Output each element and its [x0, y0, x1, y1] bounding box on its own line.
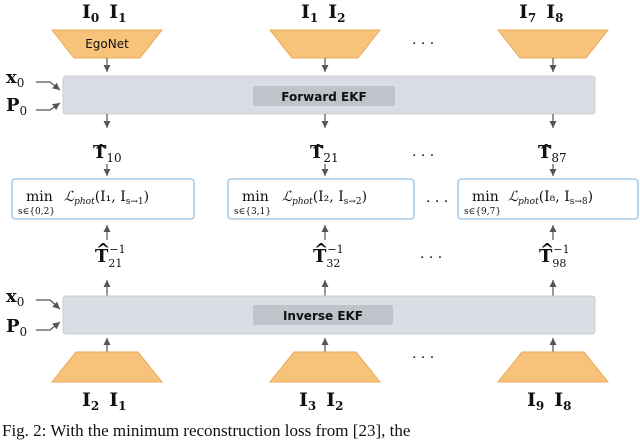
figure-caption: Fig. 2: With the minimum reconstruction …: [2, 421, 411, 440]
ellipsis-loss: · · ·: [426, 194, 448, 210]
forward-transform-0: ^ T10: [93, 141, 122, 165]
svg-text:^: ^: [539, 141, 553, 161]
svg-text:T21−1: T21−1: [95, 243, 126, 270]
x0-forward: x0: [6, 67, 24, 90]
svg-text:T10: T10: [93, 142, 122, 165]
svg-text:^: ^: [314, 240, 328, 260]
ellipsis-inverse: · · ·: [420, 250, 442, 266]
inverse-ekf-bar: Inverse EKF: [62, 295, 596, 335]
loss-box-0: min s∈{0,2} ℒphot(I₁, Is→1): [11, 178, 195, 220]
ellipsis-top: · · ·: [412, 36, 434, 52]
svg-text:s∈{9,7}: s∈{9,7}: [464, 207, 501, 217]
svg-text:ℒphot(I₈, Is→8): ℒphot(I₈, Is→8): [508, 189, 593, 207]
forward-transform-2: ^ T87: [538, 141, 567, 165]
svg-text:^: ^: [94, 141, 108, 161]
ellipsis-bottom: · · ·: [412, 350, 434, 366]
svg-text:^: ^: [540, 240, 554, 260]
svg-text:P0: P0: [6, 95, 27, 118]
svg-text:s∈{0,2}: s∈{0,2}: [18, 207, 55, 217]
svg-text:P0: P0: [6, 316, 27, 339]
egonet-trapezoid-1: [268, 29, 382, 59]
forward-ekf-label: Forward EKF: [281, 90, 366, 104]
bottom-trapezoid-2: [496, 351, 610, 383]
p0-forward: P0: [6, 95, 27, 118]
svg-text:min: min: [26, 189, 53, 205]
svg-text:T87: T87: [538, 142, 567, 165]
svg-text:^: ^: [311, 141, 325, 161]
svg-text:ℒphot(I₁, Is→1): ℒphot(I₁, Is→1): [64, 189, 149, 207]
inverse-transform-0: ^ T21−1: [95, 240, 126, 270]
inverse-ekf-label: Inverse EKF: [283, 309, 363, 323]
svg-text:x0: x0: [6, 67, 24, 90]
svg-text:T21: T21: [310, 142, 339, 165]
svg-text:x0: x0: [6, 286, 24, 309]
egonet-trapezoid-2: [496, 29, 610, 59]
svg-text:^: ^: [96, 240, 110, 260]
bottom-trapezoid-1: [268, 351, 382, 383]
arrow-x0-forward: [36, 81, 61, 91]
forward-ekf-bar: Forward EKF: [62, 75, 596, 115]
bottom-trapezoid-0: [50, 351, 164, 383]
loss-box-2: min s∈{9,7} ℒphot(I₈, Is→8): [457, 178, 639, 220]
svg-text:ℒphot(I₂, Is→2): ℒphot(I₂, Is→2): [282, 189, 367, 207]
egonet-label: EgoNet: [85, 37, 129, 51]
svg-text:s∈{3,1}: s∈{3,1}: [234, 207, 271, 217]
x0-inverse: x0: [6, 286, 24, 309]
arrow-p0-inverse: [36, 321, 61, 331]
inverse-transform-1: ^ T32−1: [313, 240, 344, 270]
arrow-x0-inverse: [36, 299, 61, 310]
svg-text:T32−1: T32−1: [313, 243, 344, 270]
egonet-trapezoid-0: EgoNet: [50, 29, 164, 59]
svg-text:min: min: [472, 189, 499, 205]
svg-text:min: min: [242, 189, 269, 205]
p0-inverse: P0: [6, 316, 27, 339]
arrow-p0-forward: [36, 102, 61, 111]
svg-text:T98−1: T98−1: [539, 243, 570, 270]
ellipsis-forward: · · ·: [412, 148, 434, 164]
loss-box-1: min s∈{3,1} ℒphot(I₂, Is→2): [227, 178, 415, 220]
inverse-transform-2: ^ T98−1: [539, 240, 570, 270]
forward-transform-1: ^ T21: [310, 141, 339, 165]
